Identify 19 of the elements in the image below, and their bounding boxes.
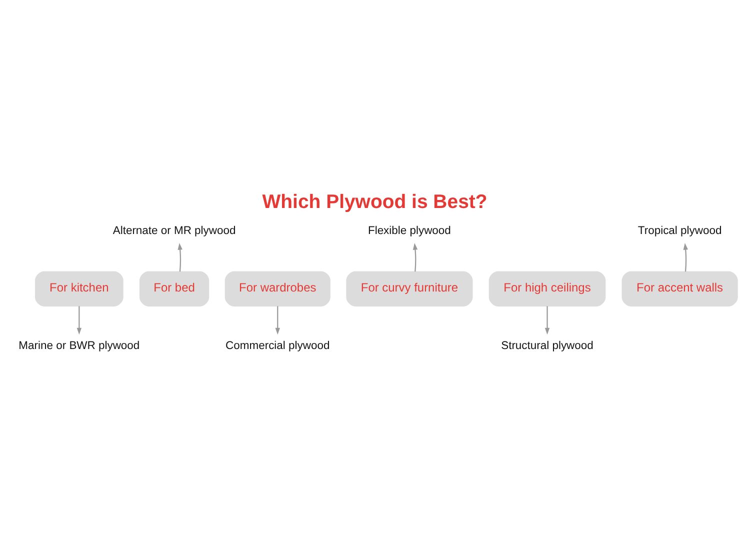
node-box: For wardrobes — [224, 271, 330, 306]
arrow — [178, 243, 182, 272]
node-text: Flexible plywood — [368, 224, 451, 237]
node-box: For accent walls — [622, 271, 738, 306]
node-box: For kitchen — [34, 271, 124, 306]
arrow — [683, 242, 688, 272]
arrow — [275, 306, 280, 335]
arrow — [544, 306, 550, 335]
diagram-title: Which Plywood is Best? — [262, 190, 488, 213]
node-box: For curvy furniture — [346, 271, 473, 306]
node-text: Alternate or MR plywood — [112, 224, 236, 237]
node-box: For high ceilings — [488, 271, 606, 306]
node-text: Marine or BWR plywood — [18, 340, 140, 352]
node-text: Commercial plywood — [226, 340, 330, 352]
node-text: Structural plywood — [501, 340, 594, 352]
node-box: For bed — [139, 271, 210, 306]
node-text: Tropical plywood — [638, 224, 722, 237]
arrow — [412, 242, 418, 272]
arrow — [76, 306, 82, 335]
